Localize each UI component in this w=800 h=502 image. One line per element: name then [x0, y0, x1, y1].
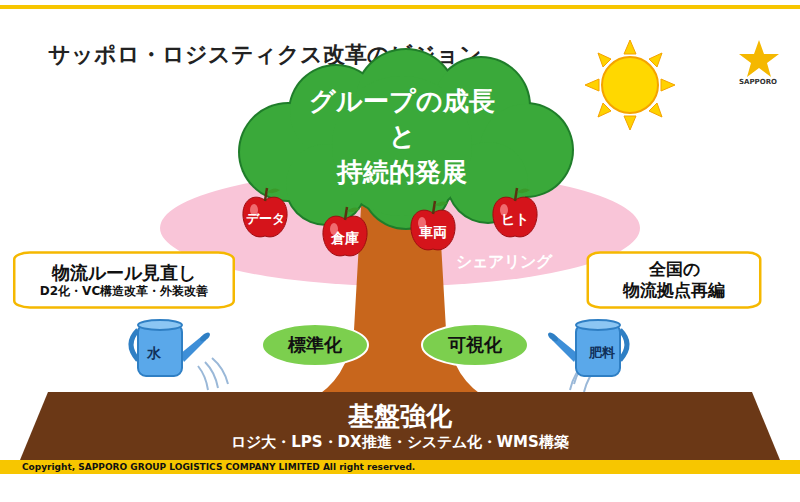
node-content: 標準化: [260, 322, 370, 368]
watering-can: 水: [130, 314, 210, 378]
node-content: 基盤強化ロジ大・LPS・DX推進・システム化・WMS構築: [20, 392, 780, 460]
node-text: 基盤強化: [348, 401, 452, 432]
foundation-band: 基盤強化ロジ大・LPS・DX推進・システム化・WMS構築: [20, 392, 780, 460]
sharing-label: シェアリング: [456, 252, 552, 273]
node-content: 物流ルール見直しD2化・VC構造改革・外装改善: [12, 252, 236, 308]
node-content: Copyright, SAPPORO GROUP LOGISTICS COMPA…: [0, 460, 800, 474]
watering-can-shape: [130, 314, 210, 378]
node-text: 可視化: [448, 334, 502, 356]
node-subtext: ロジ大・LPS・DX推進・システム化・WMS構築: [231, 433, 569, 451]
node-content: 可視化: [420, 322, 530, 368]
node-text: 全国の 物流拠点再編: [592, 259, 756, 302]
node-subtext: D2化・VC構造改革・外装改善: [40, 284, 208, 298]
node-content: 全国の 物流拠点再編: [586, 252, 762, 308]
node-text: 標準化: [288, 334, 342, 356]
copyright-bar: Copyright, SAPPORO GROUP LOGISTICS COMPA…: [0, 460, 800, 474]
node-text: 肥料: [589, 345, 615, 361]
node-content: 水: [130, 314, 210, 378]
node-content: データ: [240, 186, 290, 240]
base-box: 全国の 物流拠点再編: [586, 252, 762, 308]
node-content: 肥料: [548, 314, 628, 378]
node-text: 物流ルール見直し: [52, 262, 196, 284]
node-content: ヒト: [490, 186, 540, 240]
sun: [585, 40, 675, 130]
tree-crown: グループの成長 と 持続的発展: [226, 60, 578, 220]
top-stripe: [0, 5, 800, 9]
standardize-oval: 標準化: [260, 322, 370, 368]
node-text: 倉庫: [331, 230, 359, 247]
node-text: データ: [246, 211, 285, 227]
node-content: 車両: [408, 199, 458, 253]
watering-can: 肥料: [548, 314, 628, 378]
node-text: Copyright, SAPPORO GROUP LOGISTICS COMPA…: [22, 462, 415, 473]
node-text: 車両: [419, 224, 447, 241]
watering-can-shape: [548, 314, 628, 378]
apple: 倉庫: [320, 205, 370, 259]
sapporo-star: [739, 40, 779, 77]
node-text: ヒト: [501, 211, 529, 228]
apple: 車両: [408, 199, 458, 253]
node-text: グループの成長 と 持続的発展: [226, 84, 578, 189]
water-spray: [198, 358, 598, 392]
node-content: 倉庫: [320, 205, 370, 259]
node-content: グループの成長 と 持続的発展: [226, 60, 578, 220]
apple: ヒト: [490, 186, 540, 240]
rule-box: 物流ルール見直しD2化・VC構造改革・外装改善: [12, 252, 236, 308]
brand-label: SAPPORO: [739, 78, 777, 86]
node-text: 水: [147, 345, 161, 362]
visualize-oval: 可視化: [420, 322, 530, 368]
apple: データ: [240, 186, 290, 240]
